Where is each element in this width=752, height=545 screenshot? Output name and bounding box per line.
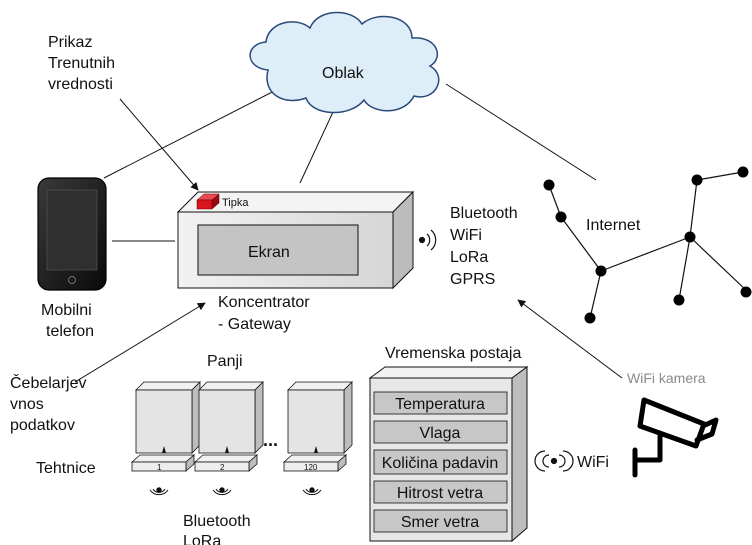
connection-lines	[74, 83, 623, 383]
arrow-camera-gateway	[517, 299, 623, 379]
gateway-antenna-icon	[418, 229, 437, 251]
beekeeper-input-line-1: Čebelarjev	[10, 373, 86, 392]
link-cloud-internet	[445, 83, 597, 181]
hives-group: Panji Tehtnice 1 2	[36, 353, 353, 545]
gateway-name-line-1: Koncentrator	[218, 294, 310, 311]
sensor-wind-direction: Smer vetra	[401, 514, 479, 531]
hive-1: 1	[130, 381, 201, 496]
sensor-temperature: Temperatura	[395, 396, 485, 413]
network-node	[740, 286, 752, 298]
phone-label-line-2: telefon	[46, 323, 94, 340]
hive-2: 2	[193, 381, 264, 496]
weather-station: Vremenska postaja Temperatura Vlaga Koli…	[368, 345, 609, 543]
network-node	[584, 312, 596, 324]
network-node	[684, 231, 696, 243]
gateway-button-label: Tipka	[222, 197, 249, 209]
gateway-screen	[197, 224, 359, 276]
scale-number-120: 120	[304, 463, 318, 472]
annotation-line-3: vrednosti	[48, 76, 113, 93]
network-node	[555, 211, 567, 223]
cloud-label: Oblak	[322, 65, 365, 82]
hive-120-antenna-icon	[302, 487, 322, 496]
hives-comm-line-2: LoRa	[183, 533, 221, 545]
gateway-comm-gprs: GPRS	[450, 271, 495, 288]
phone-screen	[46, 189, 98, 271]
station-top	[368, 366, 529, 379]
arrow-annotation-button	[119, 98, 199, 191]
hives-comm-line-1: Bluetooth	[183, 513, 251, 530]
cloud-shape	[249, 11, 440, 114]
sensor-wind-speed: Hitrost vetra	[397, 485, 483, 502]
annotation-line-2: Trenutnih	[48, 55, 115, 72]
hive-1-antenna-icon	[149, 487, 169, 496]
gateway-comm-wifi: WiFi	[450, 227, 482, 244]
network-node	[737, 166, 749, 178]
network-node	[543, 179, 555, 191]
sensor-precipitation: Količina padavin	[382, 455, 499, 472]
mobile-phone: Mobilni telefon	[37, 177, 107, 340]
scale-number-1: 1	[157, 463, 162, 472]
link-gateway-cloud	[299, 111, 334, 184]
gateway-button-front	[196, 199, 213, 210]
gateway-name-line-2: - Gateway	[218, 316, 291, 333]
station-side	[511, 366, 528, 543]
phone-home-button-icon	[68, 276, 76, 284]
link-phone-cloud	[103, 83, 289, 179]
annotation-line-1: Prikaz	[48, 34, 92, 51]
station-link-label: WiFi	[577, 454, 609, 471]
beekeeper-input: Čebelarjev vnos podatkov	[10, 373, 86, 434]
sensor-humidity: Vlaga	[420, 425, 461, 442]
phone-label-line-1: Mobilni	[41, 302, 92, 319]
network-node	[673, 294, 685, 306]
hives-ellipsis: ...	[263, 430, 278, 450]
network-node	[595, 265, 607, 277]
internet-label: Internet	[586, 217, 641, 234]
hives-label: Panji	[207, 353, 243, 370]
internet-network: Internet	[543, 166, 752, 324]
cloud: Oblak	[249, 11, 440, 114]
station-antenna-icon	[534, 450, 574, 472]
annotation-current-values: Prikaz Trenutnih vrednosti	[48, 34, 115, 93]
gateway: Ekran Tipka Koncentrator - Gateway Bluet…	[176, 190, 518, 333]
hive-120: 120	[282, 381, 353, 496]
camera-label: WiFi kamera	[627, 370, 706, 386]
beekeeper-input-line-3: podatkov	[10, 417, 75, 434]
gateway-comm-bluetooth: Bluetooth	[450, 205, 518, 222]
beekeeper-input-line-2: vnos	[10, 396, 44, 413]
network-node	[691, 174, 703, 186]
hive-2-antenna-icon	[212, 487, 232, 496]
wifi-camera: WiFi kamera	[627, 370, 719, 478]
camera-icon	[632, 397, 719, 478]
weather-station-title: Vremenska postaja	[385, 345, 521, 362]
gateway-screen-label: Ekran	[248, 244, 290, 261]
scale-number-2: 2	[220, 463, 225, 472]
arrow-input-gateway	[74, 302, 206, 383]
gateway-comm-lora: LoRa	[450, 249, 488, 266]
scales-label: Tehtnice	[36, 460, 96, 477]
